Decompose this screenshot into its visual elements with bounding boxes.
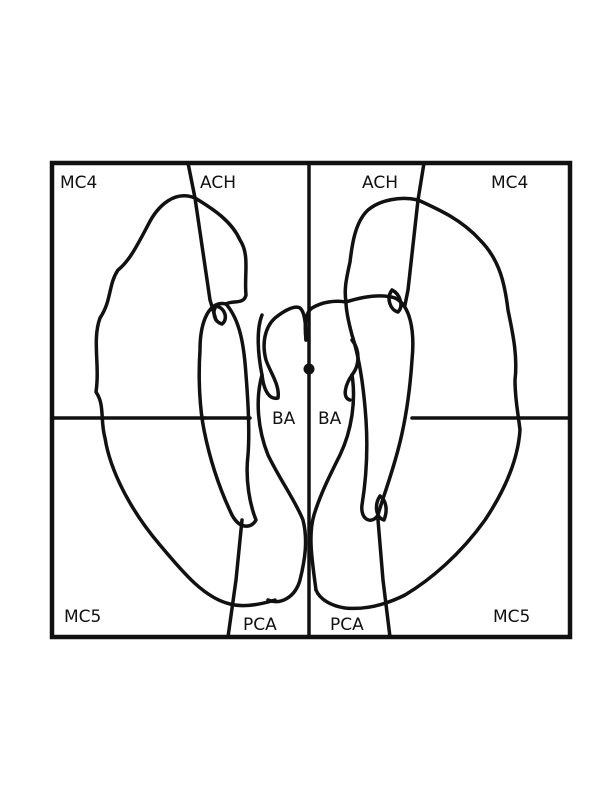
- label-ach-left: ACH: [200, 173, 236, 193]
- right-central-region: [303, 299, 360, 402]
- pca-boundary-left: [226, 518, 244, 639]
- left-central-region: [256, 305, 308, 401]
- label-mc5-left: MC5: [64, 607, 101, 627]
- left-hemisphere-outline: [94, 194, 277, 608]
- ach-boundary-right: [403, 161, 426, 307]
- left-small-notch: [212, 304, 228, 326]
- right-inner-brainstem: [309, 373, 356, 592]
- label-ba-right: BA: [318, 409, 342, 429]
- label-pca-right: PCA: [330, 615, 364, 635]
- left-temporal-lobe: [197, 301, 258, 528]
- center-point: [303, 363, 315, 375]
- right-small-notch: [387, 288, 403, 314]
- left-hemisphere-top: [193, 196, 248, 306]
- right-hemisphere-outline: [314, 198, 522, 611]
- label-ba-left: BA: [272, 409, 296, 429]
- label-mc4-left: MC4: [60, 173, 97, 193]
- label-ach-right: ACH: [362, 173, 398, 193]
- right-lower-notch: [374, 494, 388, 522]
- pca-boundary-right: [376, 518, 392, 639]
- outer-frame: [49, 160, 573, 640]
- right-hemisphere-top: [343, 196, 420, 304]
- left-inner-brainstem: [256, 373, 308, 604]
- right-temporal-lobe: [344, 294, 415, 522]
- label-pca-left: PCA: [243, 615, 277, 635]
- label-mc4-right: MC4: [491, 173, 528, 193]
- label-mc5-right: MC5: [493, 607, 530, 627]
